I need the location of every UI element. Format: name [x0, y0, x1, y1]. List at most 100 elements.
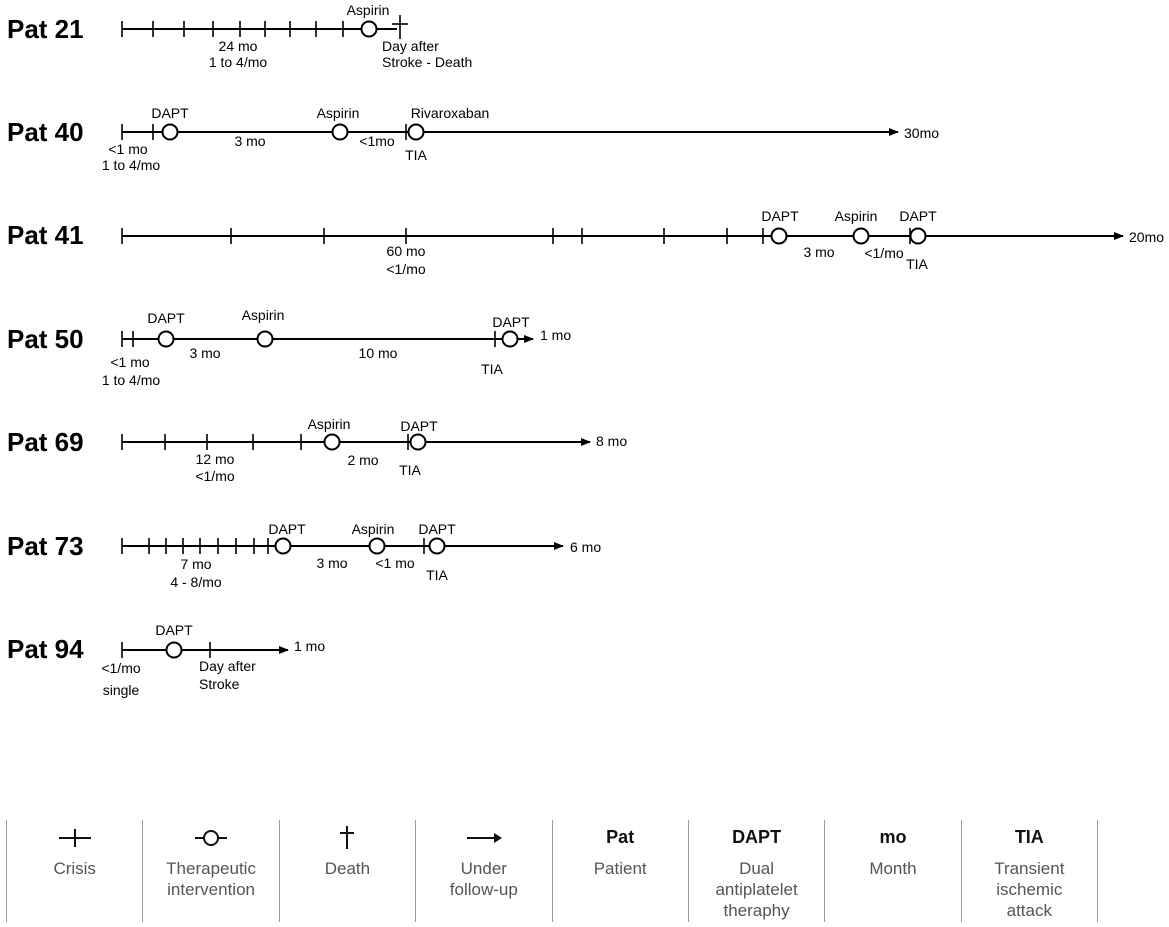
legend-abbreviation: Pat	[606, 826, 635, 847]
intervention-icon	[195, 830, 228, 846]
event-label: TIA	[481, 361, 503, 377]
follow-up-label: 6 mo	[570, 539, 601, 555]
intervention-marker	[274, 537, 292, 555]
patient-label: Pat 69	[7, 427, 84, 457]
intervention-label: DAPT	[761, 208, 799, 224]
intervention-label: Aspirin	[308, 416, 351, 432]
intervention-marker	[165, 641, 183, 659]
duration-label: 10 mo	[359, 345, 398, 361]
event-label: Stroke	[199, 676, 240, 692]
event-label: Stroke - Death	[382, 54, 472, 70]
frequency-label: <1/mo	[386, 261, 426, 277]
intervention-label: DAPT	[492, 314, 530, 330]
intervention-label: DAPT	[155, 622, 193, 638]
timeline-pat-50: Pat 50 DAPT Aspirin DAPT 1 mo <1 mo 1 to…	[7, 307, 571, 388]
legend-item-patient: Pat Patient	[551, 820, 688, 922]
legend-label: Crisis	[53, 859, 96, 878]
intervention-label: Aspirin	[242, 307, 285, 323]
event-label: Day after	[199, 658, 256, 674]
duration-label: 24 mo	[219, 38, 258, 54]
timeline-pat-73: Pat 73 DAPT Aspirin DAPT 6 mo 7 mo 4 - 8…	[7, 521, 601, 590]
patient-label: Pat 41	[7, 220, 84, 250]
intervention-marker	[360, 20, 378, 38]
intervention-marker	[770, 227, 788, 245]
follow-up-label: 30mo	[904, 125, 939, 141]
duration-label: 3 mo	[316, 555, 347, 571]
follow-up-label: 1 mo	[294, 638, 325, 654]
death-icon	[392, 15, 408, 39]
follow-up-label: 1 mo	[540, 327, 571, 343]
duration-label: 3 mo	[234, 133, 265, 149]
intervention-label: DAPT	[268, 521, 306, 537]
intervention-marker	[368, 537, 386, 555]
intervention-marker	[407, 123, 425, 141]
legend-item-month: mo Month	[824, 820, 960, 922]
event-label: TIA	[399, 462, 421, 478]
intervention-label: DAPT	[151, 105, 189, 121]
intervention-marker	[409, 433, 427, 451]
intervention-label: DAPT	[400, 418, 438, 434]
timeline-pat-41: Pat 41 DAPT Aspirin DAPT 20mo 60 mo <1/m…	[7, 208, 1164, 277]
intervention-marker	[909, 227, 927, 245]
intervention-marker	[428, 537, 446, 555]
legend: Crisis Therapeutic intervention Death Un…	[6, 820, 1098, 922]
intervention-marker	[161, 123, 179, 141]
legend-item-dapt: DAPT Dual antiplatelet theraphy	[687, 820, 824, 922]
legend-label: Dual antiplatelet theraphy	[715, 859, 798, 920]
intervention-label: DAPT	[899, 208, 937, 224]
legend-label: Therapeutic intervention	[166, 859, 256, 899]
legend-label: Patient	[593, 859, 647, 878]
duration-label: 2 mo	[347, 452, 378, 468]
duration-label: 7 mo	[180, 556, 211, 572]
frequency-label: single	[103, 682, 140, 698]
duration-label: <1 mo	[110, 354, 150, 370]
legend-item-death: Death	[278, 820, 415, 922]
legend-abbreviation: TIA	[1014, 826, 1044, 847]
patient-label: Pat 73	[7, 531, 84, 561]
duration-label: 3 mo	[189, 345, 220, 361]
legend-label: Death	[324, 859, 371, 878]
legend-abbreviation: DAPT	[732, 826, 782, 847]
follow-up-label: 20mo	[1129, 229, 1164, 245]
patient-label: Pat 50	[7, 324, 84, 354]
arrow-icon	[466, 833, 502, 843]
intervention-marker	[331, 123, 349, 141]
frequency-label: <1/mo	[864, 245, 904, 261]
follow-up-label: 8 mo	[596, 433, 627, 449]
intervention-marker	[157, 330, 175, 348]
intervention-label: Aspirin	[352, 521, 395, 537]
patient-label: Pat 40	[7, 117, 84, 147]
timeline-pat-94: Pat 94 DAPT 1 mo <1/mo single Day after …	[7, 622, 325, 698]
frequency-label: 4 - 8/mo	[170, 574, 222, 590]
legend-label: Transient ischemic attack	[994, 859, 1065, 920]
duration-label: 3 mo	[803, 244, 834, 260]
frequency-label: 1 to 4/mo	[102, 372, 161, 388]
legend-item-crisis: Crisis	[6, 820, 142, 922]
intervention-label: Aspirin	[835, 208, 878, 224]
death-icon	[340, 826, 355, 849]
timeline-pat-40: Pat 40 DAPT Aspirin Rivaroxaban 30mo <1 …	[7, 105, 939, 173]
intervention-marker	[852, 227, 870, 245]
intervention-label: DAPT	[147, 310, 185, 326]
legend-label: Month	[869, 859, 917, 878]
timeline-pat-69: Pat 69 Aspirin DAPT 8 mo 12 mo <1/mo 2 m…	[7, 416, 627, 484]
timeline-pat-21: Pat 21 Aspirin 24 mo 1 to 4/mo Day after…	[7, 2, 472, 70]
intervention-label: DAPT	[418, 521, 456, 537]
event-label: TIA	[426, 567, 448, 583]
intervention-marker	[501, 330, 519, 348]
legend-item-follow-up: Under follow-up	[415, 820, 551, 922]
crisis-icon	[58, 829, 91, 847]
frequency-label: <1/mo	[101, 660, 141, 676]
duration-label: <1 mo	[375, 555, 415, 571]
duration-label: 12 mo	[196, 451, 235, 467]
intervention-marker	[323, 433, 341, 451]
frequency-label: 1 to 4/mo	[209, 54, 268, 70]
duration-label: <1mo	[359, 133, 395, 149]
patient-label: Pat 94	[7, 634, 84, 664]
duration-label: <1 mo	[108, 141, 148, 157]
patient-label: Pat 21	[7, 14, 84, 44]
intervention-label: Aspirin	[317, 105, 360, 121]
legend-item-tia: TIA Transient ischemic attack	[960, 820, 1098, 922]
intervention-label: Rivaroxaban	[411, 105, 490, 121]
